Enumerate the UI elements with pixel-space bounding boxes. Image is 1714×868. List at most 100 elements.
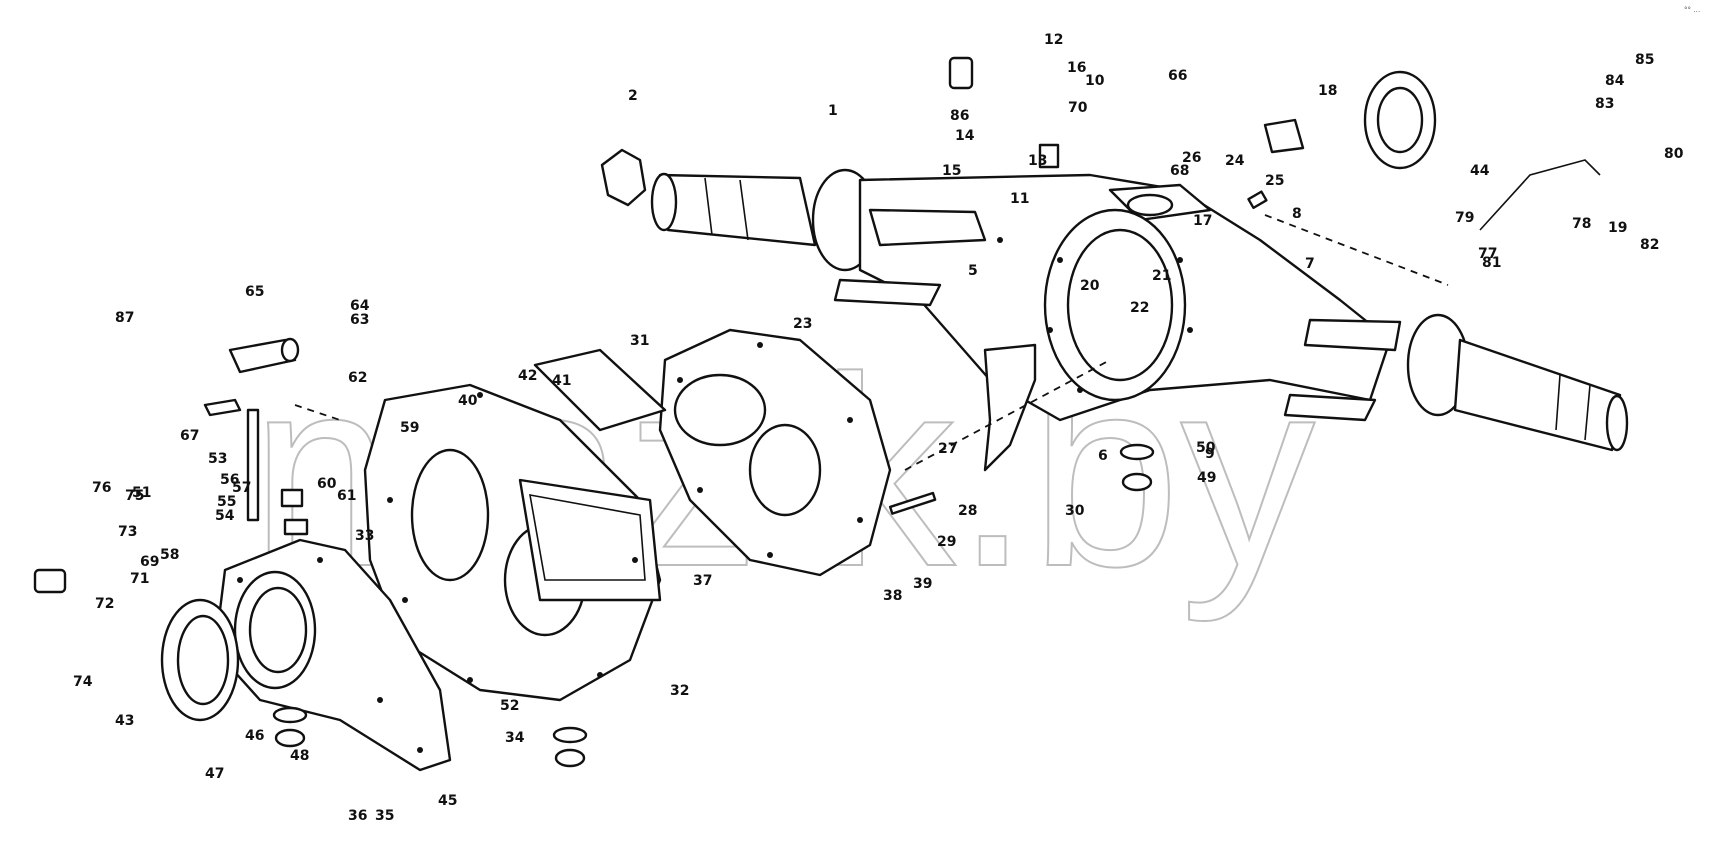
callout-52: 52 <box>500 698 519 714</box>
callout-34: 34 <box>505 730 525 746</box>
callout-76: 76 <box>92 480 111 496</box>
callout-56: 56 <box>220 472 239 488</box>
callout-30: 30 <box>1065 503 1085 519</box>
callout-7: 7 <box>1305 256 1315 272</box>
callout-67: 67 <box>180 428 199 444</box>
callout-27: 27 <box>938 441 957 457</box>
callout-44: 44 <box>1470 163 1490 179</box>
callout-81: 81 <box>1482 255 1501 271</box>
callout-18: 18 <box>1318 83 1337 99</box>
callout-79: 79 <box>1455 210 1474 226</box>
callout-47: 47 <box>205 766 224 782</box>
callout-19: 19 <box>1608 220 1627 236</box>
callout-75: 75 <box>125 488 144 504</box>
callout-38: 38 <box>883 588 902 604</box>
callout-32: 32 <box>670 683 689 699</box>
gearbox-cover <box>658 328 892 577</box>
callout-5: 5 <box>968 263 978 279</box>
callout-57: 57 <box>232 480 251 496</box>
oil-pipe <box>1479 159 1601 231</box>
callout-9: 9 <box>1205 446 1215 462</box>
callout-64: 64 <box>350 298 370 314</box>
callout-25: 25 <box>1265 173 1284 189</box>
callout-73: 73 <box>118 524 137 540</box>
callout-6: 6 <box>1098 448 1108 464</box>
callout-74: 74 <box>73 674 93 690</box>
callout-65: 65 <box>245 284 264 300</box>
callout-80: 80 <box>1664 146 1684 162</box>
callout-31: 31 <box>630 333 649 349</box>
callout-87: 87 <box>115 310 134 326</box>
axle-housing <box>650 168 1629 472</box>
callout-10: 10 <box>1085 73 1105 89</box>
callout-39: 39 <box>913 576 932 592</box>
callout-43: 43 <box>115 713 134 729</box>
callout-54: 54 <box>215 508 235 524</box>
callout-45: 45 <box>438 793 457 809</box>
callout-11: 11 <box>1010 191 1029 207</box>
callout-82: 82 <box>1640 237 1659 253</box>
callout-70: 70 <box>1068 100 1088 116</box>
callout-55: 55 <box>217 494 236 510</box>
callout-17: 17 <box>1193 213 1212 229</box>
callout-50: 50 <box>1196 440 1216 456</box>
ring-nut <box>600 148 647 207</box>
cover-plate <box>533 348 667 432</box>
callout-42: 42 <box>518 368 537 384</box>
callout-15: 15 <box>942 163 961 179</box>
callout-26: 26 <box>1182 150 1201 166</box>
callout-68: 68 <box>1170 163 1189 179</box>
callout-22: 22 <box>1130 300 1149 316</box>
callout-83: 83 <box>1595 96 1614 112</box>
middle-gear-case <box>363 383 662 702</box>
callout-12: 12 <box>1044 32 1063 48</box>
callout-48: 48 <box>290 748 309 764</box>
callout-86: 86 <box>950 108 969 124</box>
callout-14: 14 <box>955 128 975 144</box>
callout-37: 37 <box>693 573 712 589</box>
callout-78: 78 <box>1572 216 1591 232</box>
leader-dashed-3 <box>294 404 341 421</box>
callout-72: 72 <box>95 596 114 612</box>
callout-77: 77 <box>1478 246 1497 262</box>
callout-53: 53 <box>208 451 227 467</box>
callout-20: 20 <box>1080 278 1100 294</box>
corner-mark: °° … <box>1684 6 1700 14</box>
callout-60: 60 <box>317 476 337 492</box>
callout-21: 21 <box>1152 268 1171 284</box>
seal-ring-inner <box>176 614 230 706</box>
callout-71: 71 <box>130 571 149 587</box>
outer-cover <box>213 538 452 772</box>
callout-2: 2 <box>628 88 638 104</box>
callout-40: 40 <box>458 393 478 409</box>
callout-51: 51 <box>132 485 151 501</box>
callout-36: 36 <box>348 808 367 824</box>
callout-24: 24 <box>1225 153 1245 169</box>
callout-49: 49 <box>1197 470 1216 486</box>
small-parts <box>33 56 1437 768</box>
callout-33: 33 <box>355 528 374 544</box>
callout-61: 61 <box>337 488 356 504</box>
shift-shaft-assembly <box>203 337 309 536</box>
callout-29: 29 <box>937 534 956 550</box>
callout-66: 66 <box>1168 68 1187 84</box>
callout-84: 84 <box>1605 73 1625 89</box>
leader-dashed-1 <box>1264 214 1449 286</box>
callout-69: 69 <box>140 554 159 570</box>
callout-41: 41 <box>552 373 571 389</box>
callout-63: 63 <box>350 312 369 328</box>
callout-1: 1 <box>828 103 838 119</box>
callout-23: 23 <box>793 316 812 332</box>
callout-13: 13 <box>1028 153 1047 169</box>
callout-59: 59 <box>400 420 419 436</box>
callout-35: 35 <box>375 808 394 824</box>
callout-8: 8 <box>1292 206 1302 222</box>
callout-85: 85 <box>1635 52 1654 68</box>
callout-58: 58 <box>160 547 179 563</box>
callout-labels: 1256789101112131415161718192021222324252… <box>73 32 1684 824</box>
callout-62: 62 <box>348 370 367 386</box>
callout-28: 28 <box>958 503 977 519</box>
callout-46: 46 <box>245 728 264 744</box>
callout-16: 16 <box>1067 60 1086 76</box>
